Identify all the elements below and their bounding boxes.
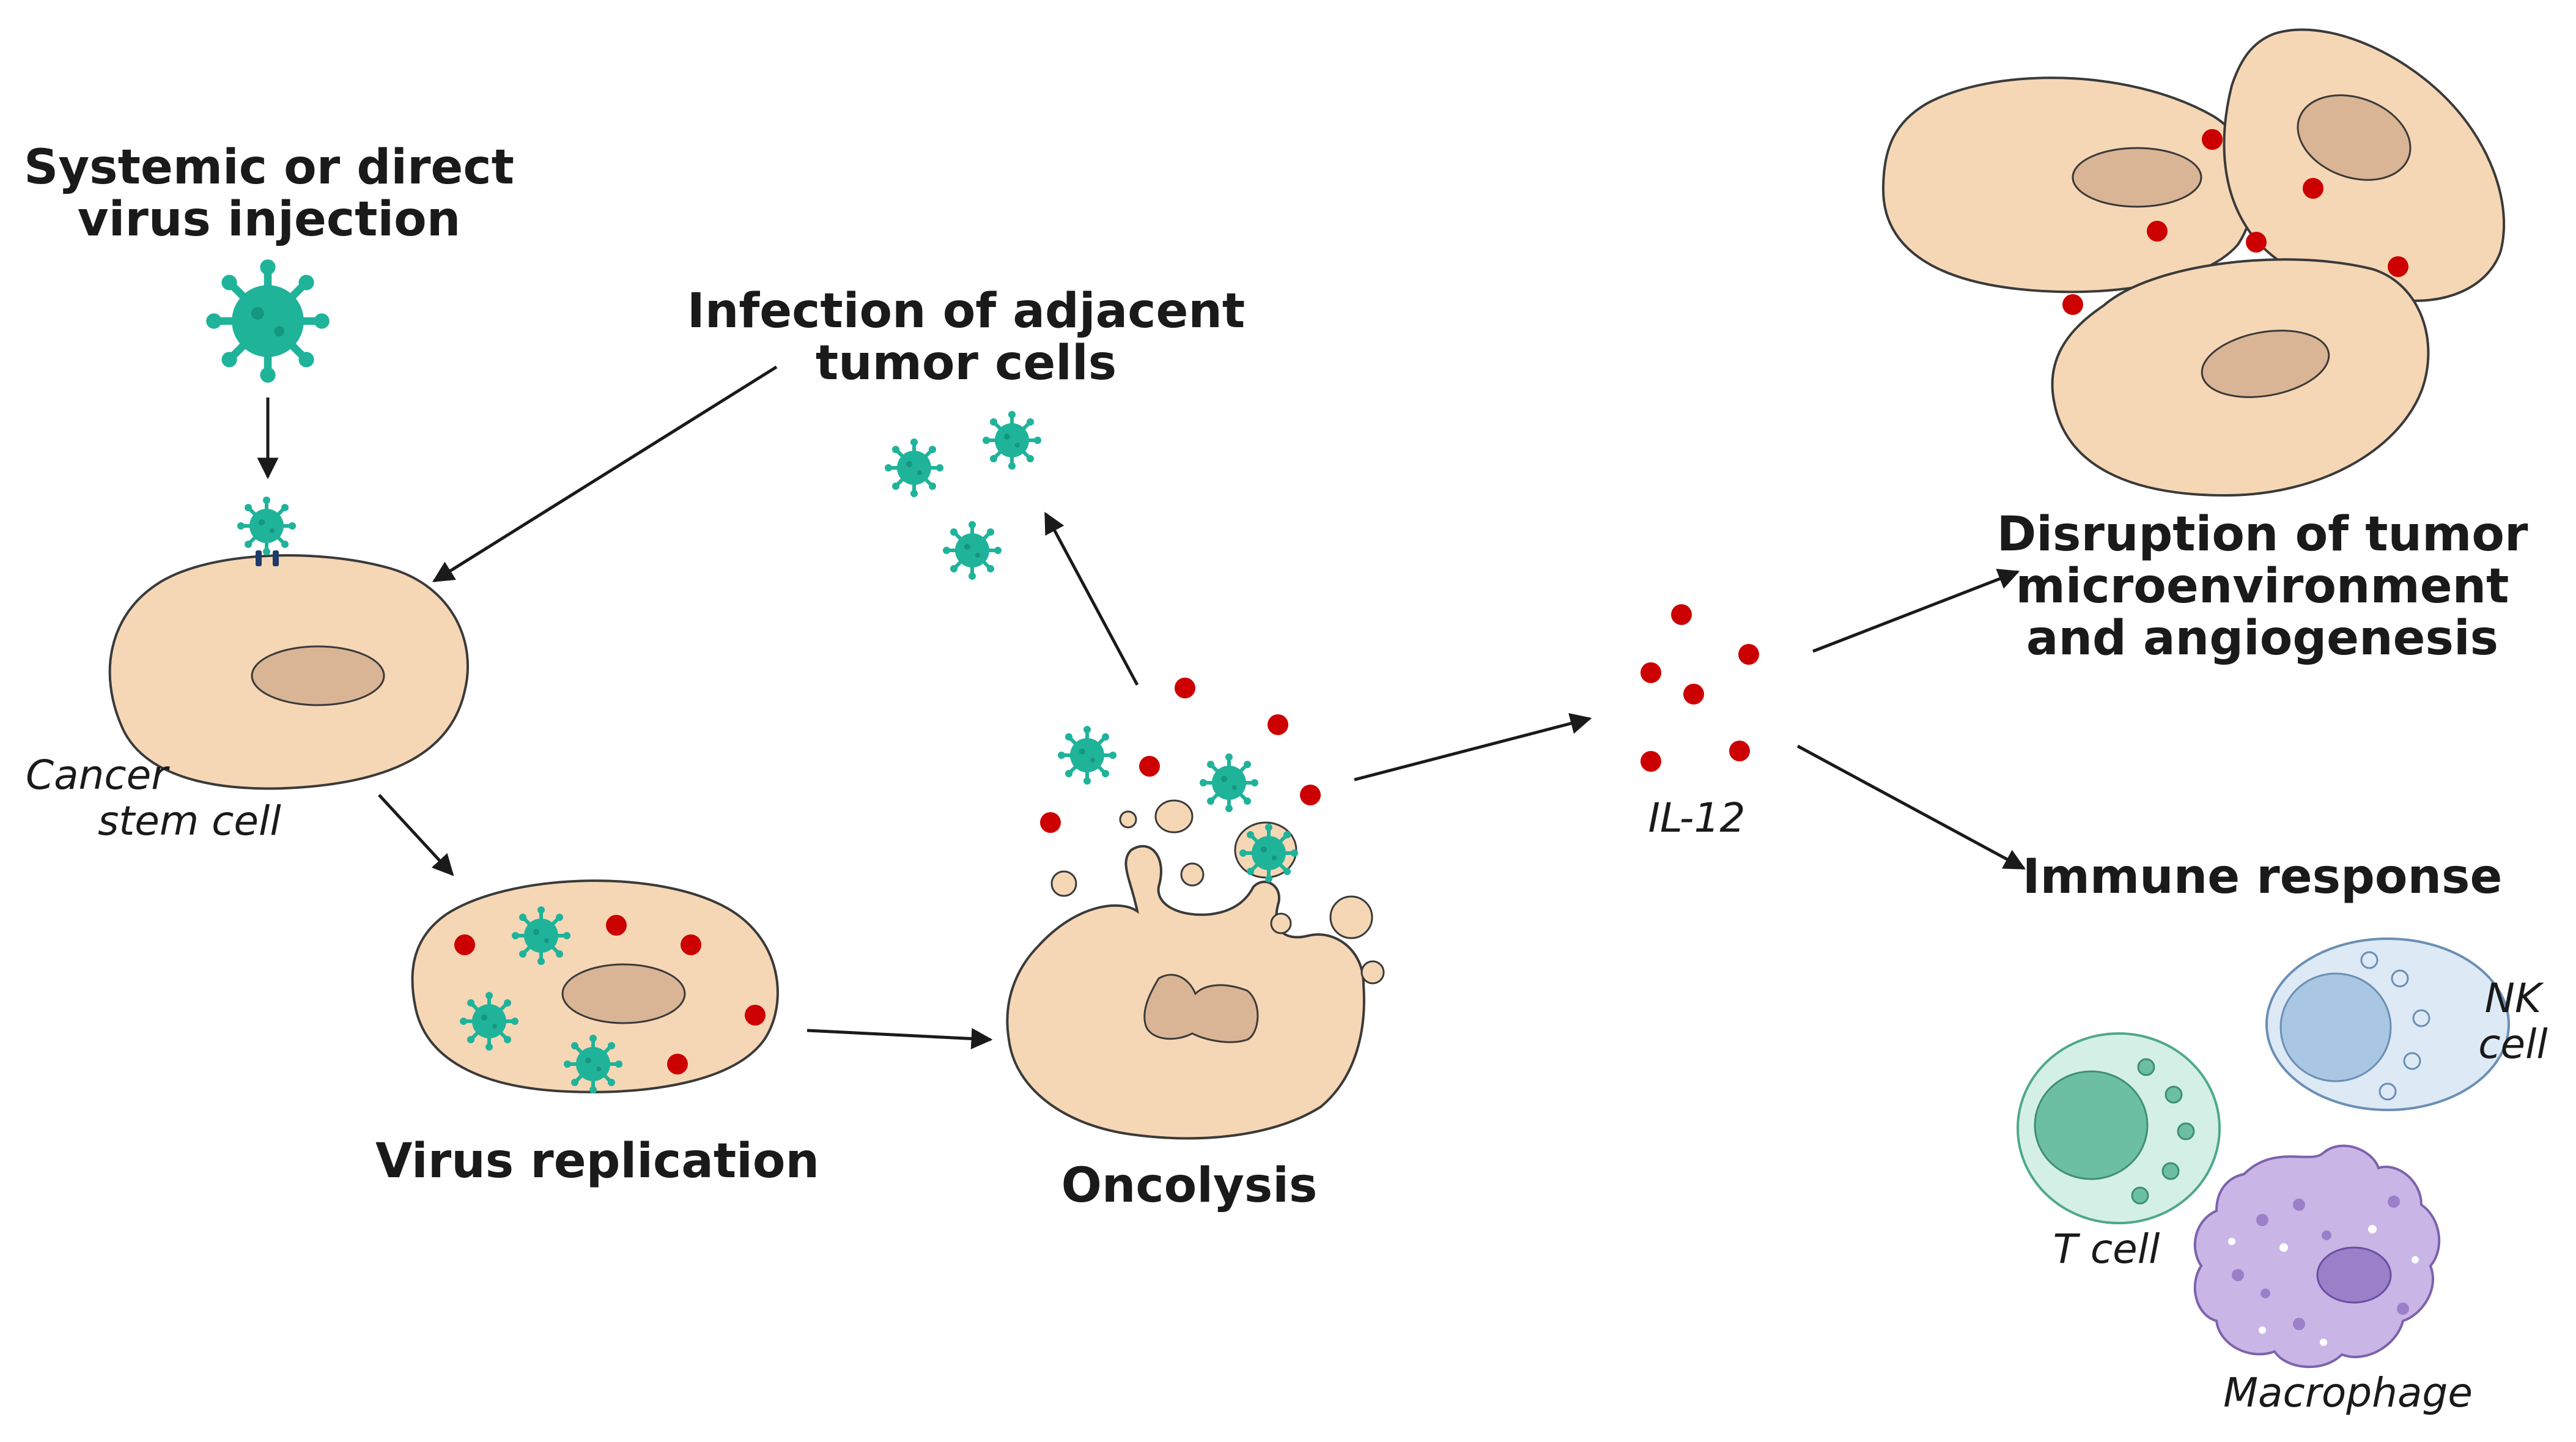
injection-label-line1: Systemic or direct — [24, 140, 514, 195]
nucleus — [2316, 1246, 2392, 1304]
arrow-icon — [1812, 569, 2020, 653]
nk-cell-label-line1: NK — [2485, 975, 2544, 1022]
virus-icon — [564, 1035, 622, 1093]
injection-label-line2: virus injection — [78, 192, 460, 247]
virus-icon — [983, 411, 1041, 470]
infection-label-line1: Infection of adjacent — [687, 284, 1245, 339]
fragmented-nucleus — [1143, 974, 1259, 1043]
virus-icon — [512, 906, 570, 965]
il12-dots-released — [1040, 678, 1321, 833]
nk-cell-label-line2: cell — [2478, 1021, 2548, 1068]
large-virus-icon — [206, 259, 330, 383]
oncolysis-label: Oncolysis — [1061, 1158, 1318, 1213]
arrow-icon — [806, 1027, 993, 1049]
il12-dots — [1640, 604, 1759, 772]
macrophage-label: Macrophage — [2223, 1369, 2473, 1416]
arrow-icon — [1044, 511, 1139, 686]
arrow-icon — [1354, 712, 1592, 782]
cell-debris — [1050, 799, 1385, 985]
arrow-icon — [1796, 744, 2026, 870]
nucleus — [251, 645, 385, 706]
infection-label-line2: tumor cells — [816, 336, 1116, 391]
nucleus — [2034, 1070, 2149, 1180]
cancer-stem-label-line1: Cancer — [26, 752, 170, 799]
virus-icon — [885, 438, 943, 497]
virus-icon — [1200, 753, 1258, 812]
nucleus — [2072, 147, 2202, 208]
virus-icon — [943, 521, 1002, 580]
virus-icon — [460, 992, 519, 1051]
virus-replication-label: Virus replication — [375, 1134, 819, 1189]
arrow-icon — [378, 794, 454, 876]
il12-dots-replication — [454, 915, 766, 1074]
nucleus — [561, 963, 686, 1024]
tumor-cell-cluster — [1881, 28, 2506, 497]
receptor-icon — [256, 550, 279, 566]
il12-dots-tumor — [2062, 129, 2408, 315]
nk-cell — [2265, 937, 2510, 1111]
nucleus — [2201, 330, 2330, 398]
t-cell-label: T cell — [2053, 1226, 2161, 1273]
il12-label: IL-12 — [1648, 794, 1746, 841]
nucleus — [2297, 94, 2412, 181]
nucleus — [2279, 972, 2392, 1082]
disruption-label-line3: and angiogenesis — [2026, 611, 2498, 666]
cancer-stem-label-line2: stem cell — [98, 797, 281, 845]
disruption-label-line2: microenvironment — [2016, 559, 2509, 614]
disruption-label-line1: Disruption of tumor — [1997, 507, 2528, 562]
immune-response-label: Immune response — [2023, 849, 2503, 904]
arrow-icon — [432, 365, 778, 583]
virus-icon — [1239, 824, 1298, 882]
replicating-cell — [411, 879, 779, 1093]
macrophage — [2193, 1144, 2441, 1368]
virus-icon — [1058, 726, 1116, 785]
bound-virus-icon — [237, 497, 296, 555]
cancer-stem-cell — [108, 554, 469, 790]
t-cell — [2017, 1032, 2221, 1224]
